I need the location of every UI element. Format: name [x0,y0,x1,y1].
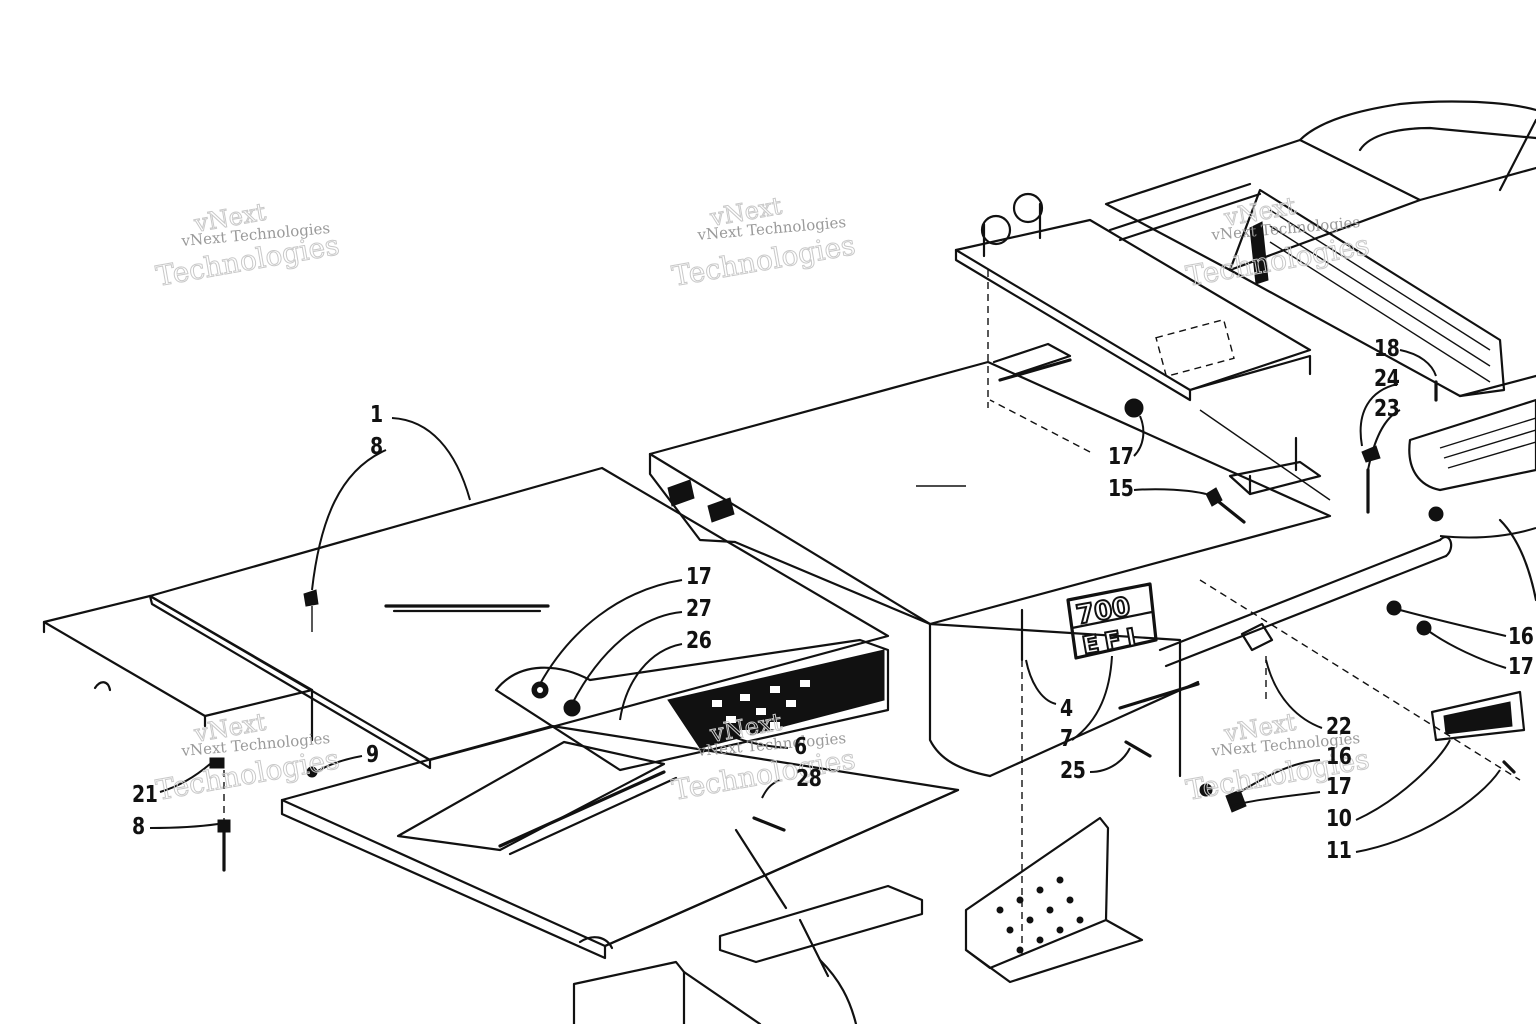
left-floor-panel [42,466,890,770]
callout-label: 9 [366,742,379,768]
callout-label: 27 [686,596,712,622]
callout-label: 15 [1108,476,1134,502]
callout-label: 28 [796,766,822,792]
callout-label: 8 [370,434,383,460]
callout-label: 4 [1060,696,1073,722]
callout-label: 22 [1326,714,1352,740]
callout-label: 17 [686,564,712,590]
callout-label: 16 [1326,744,1352,770]
callout-label: 8 [132,814,145,840]
callout-label: 26 [686,628,712,654]
lower-brackets [572,690,1526,1024]
right-footrest [1158,398,1536,781]
leader-lines [149,349,1536,853]
callout-label: 11 [1326,838,1352,864]
callout-label: 25 [1060,758,1086,784]
callout-label: 7 [1060,726,1073,752]
center-step-panel [280,638,960,960]
callout-label: 16 [1508,624,1534,650]
callout-label: 21 [132,782,158,808]
callout-label: 17 [1508,654,1534,680]
callout-label: 10 [1326,806,1352,832]
decal-700-efi: 700 EFI [1066,582,1158,661]
callout-label: 17 [1326,774,1352,800]
callout-label: 17 [1108,444,1134,470]
callout-label: 1 [370,402,383,428]
hardware [209,380,1516,960]
callout-label: 6 [794,734,807,760]
callout-label: 24 [1374,366,1400,392]
callout-label: 23 [1374,396,1400,422]
upper-console [954,100,1536,408]
callout-label: 18 [1374,336,1400,362]
center-tunnel-panel [648,342,1332,778]
